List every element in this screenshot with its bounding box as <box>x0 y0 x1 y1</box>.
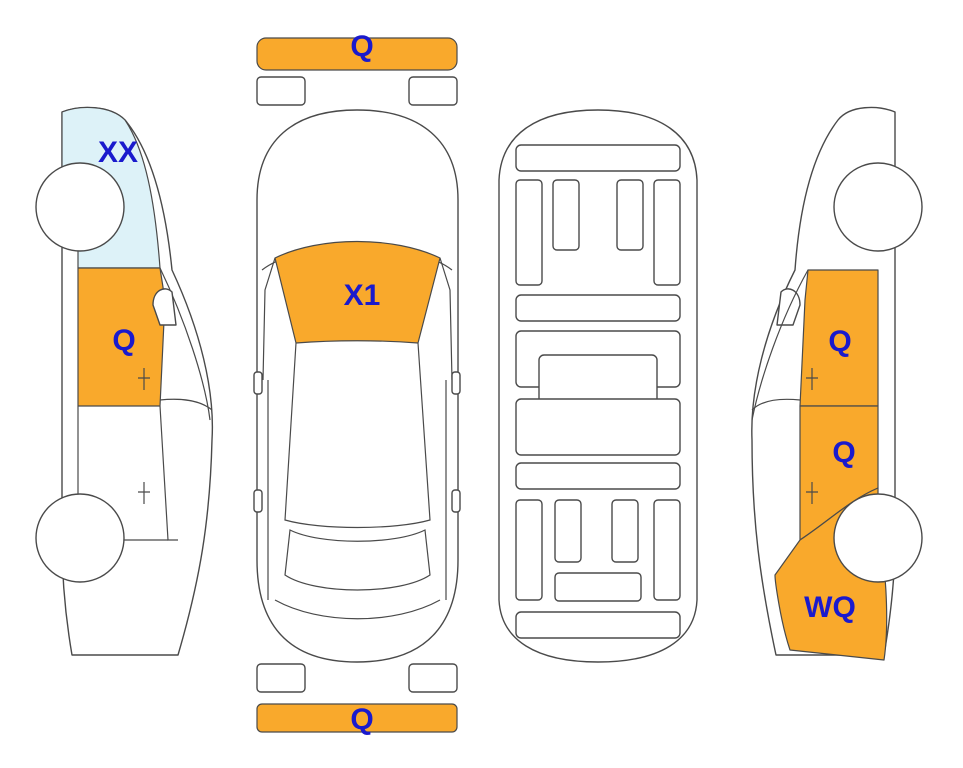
left-front-wheel <box>35 493 125 583</box>
top-body-outline <box>256 109 459 663</box>
right-rear-wheel <box>833 493 923 583</box>
front-bumper-label: Q <box>350 30 373 63</box>
right-front-wheel <box>833 162 923 252</box>
right-quarter-panel-label: WQ <box>804 591 856 624</box>
car-right-side-view <box>751 106 923 661</box>
rear-right-light <box>408 663 458 693</box>
rear-bumper-label: Q <box>350 703 373 736</box>
front-right-light <box>408 76 458 106</box>
rear-bumper-panel[interactable] <box>256 703 458 733</box>
right-front-door-label: Q <box>828 325 851 358</box>
left-rear-door-label: Q <box>112 324 135 357</box>
left-rear-door-panel[interactable] <box>77 267 166 407</box>
damage-labels: Q X1 Q XX Q Q Q WQ <box>98 30 856 736</box>
car-left-side-view <box>35 106 214 656</box>
rear-left-light <box>256 663 306 693</box>
car-top-view <box>253 37 461 733</box>
windshield-label: X1 <box>344 279 381 312</box>
right-rear-door-label: Q <box>832 436 855 469</box>
left-rear-window-label: XX <box>98 136 138 169</box>
front-left-light <box>256 76 306 106</box>
car-underside-view <box>498 109 698 663</box>
left-rear-wheel <box>35 162 125 252</box>
front-bumper-panel[interactable] <box>256 37 458 71</box>
